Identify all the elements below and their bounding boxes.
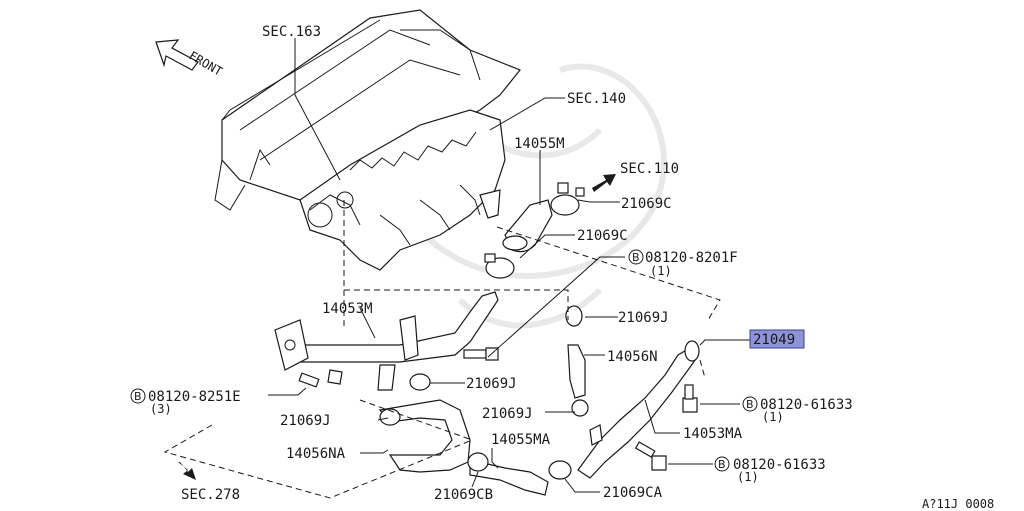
label-21069J-b[interactable]: 21069J [466,376,517,392]
label-21049[interactable]: 21049 [753,332,795,348]
front-arrow-icon [155,39,199,71]
label-14056NA[interactable]: 14056NA [286,446,346,462]
label-21069CB[interactable]: 21069CB [434,487,493,503]
bolt-61633-lower [634,441,667,471]
hose-14055M [502,199,553,253]
label-21069J-c[interactable]: 21069J [280,413,331,429]
svg-text:B: B [718,458,726,471]
clamp-21069C-lower [484,253,515,279]
leader-lines [268,38,750,493]
bolt-8251E [298,369,343,388]
clamp-21069J-a [565,305,583,327]
label-sec278[interactable]: SEC.278 [181,487,240,503]
label-front: FRONT [187,48,225,78]
sec278-arrow-icon [178,462,196,480]
bolt-symbol-icon: B [742,396,758,412]
hose-14055MA [469,459,549,496]
svg-text:B: B [134,390,142,403]
label-14053M[interactable]: 14053M [322,301,373,317]
svg-text:B: B [632,251,640,264]
engine-cylinder-head [214,9,521,211]
label-14055M[interactable]: 14055M [514,136,565,152]
label-14053MA[interactable]: 14053MA [683,426,743,442]
dashed-reference-lines [163,200,721,499]
qty-08120-8201F: (1) [650,264,672,278]
diagram-id: A?11J 0008 [922,497,994,511]
hose-14056NA [378,399,471,473]
label-14055MA[interactable]: 14055MA [491,432,551,448]
svg-text:B: B [746,398,754,411]
intake-manifold [299,109,506,271]
clamp-21069CA [548,460,572,480]
clamp-21069J-c [379,408,401,426]
bolt-symbol-icon: B [628,249,644,265]
qty-08120-8251E: (3) [150,402,172,416]
hose-14056N [567,344,586,399]
qty-08120-61633-lower: (1) [737,470,759,484]
pipe-14053MA [577,340,700,479]
bolt-symbol-icon: B [714,456,730,472]
bolt-61633-upper [682,384,698,413]
pipe-14053M [274,291,499,391]
label-sec140[interactable]: SEC.140 [567,91,626,107]
label-08120-8251E[interactable]: 08120-8251E [148,389,241,405]
bolt-symbol-icon: B [130,388,146,404]
qty-08120-61633-upper: (1) [762,410,784,424]
label-21069J-a[interactable]: 21069J [618,310,669,326]
bolt-8201F [463,347,499,361]
label-21069CA[interactable]: 21069CA [603,485,663,501]
label-21069C-upper[interactable]: 21069C [621,196,672,212]
clamp-21069J-d [571,399,589,417]
clamp-21069CB [467,452,489,472]
label-08120-61633-upper[interactable]: 08120-61633 [760,397,853,413]
part-21049-highlight[interactable] [749,329,805,349]
clamp-21069C-upper [550,182,585,216]
label-sec110[interactable]: SEC.110 [620,161,679,177]
label-21069J-d[interactable]: 21069J [482,406,533,422]
label-21069C-lower[interactable]: 21069C [577,228,628,244]
label-08120-61633-lower[interactable]: 08120-61633 [733,457,826,473]
label-08120-8201F[interactable]: 08120-8201F [645,250,738,266]
label-14056N[interactable]: 14056N [607,349,658,365]
sec110-arrow-icon [592,174,616,192]
clamp-21069J-b [409,373,431,391]
label-sec163[interactable]: SEC.163 [262,24,321,40]
